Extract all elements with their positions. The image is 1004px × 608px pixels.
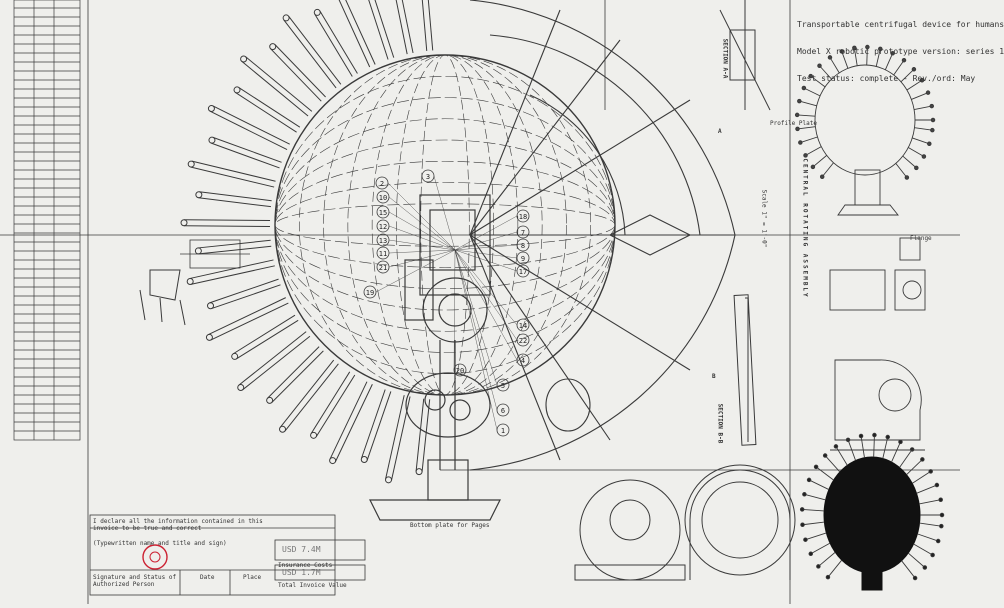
- rotating-disc: [469, 0, 736, 471]
- tube: [208, 136, 282, 169]
- insurance-value: USD 1.7M: [282, 568, 321, 577]
- callout-number: 9: [521, 255, 525, 263]
- sphere-body: [274, 54, 616, 396]
- callout-number: 10: [379, 194, 387, 202]
- tube: [237, 331, 311, 391]
- callout-number: 21: [379, 264, 387, 272]
- tube: [233, 86, 301, 133]
- tube: [180, 219, 271, 227]
- section-a-detail: [719, 0, 771, 111]
- tube: [187, 160, 276, 188]
- tube: [266, 346, 324, 404]
- radial-tubes: [180, 0, 434, 484]
- tube: [360, 389, 392, 463]
- callout-number: 20: [456, 367, 464, 375]
- callout-number: 7: [521, 229, 525, 237]
- callout-markers: 2 10 15 12 13 11 21 3 18 7 8 9 17 14 22 4 5 6 1 19 20: [363, 169, 530, 437]
- tube: [415, 398, 431, 476]
- tube: [279, 359, 339, 433]
- signature-label: Signature and Status of Authorized Perso…: [93, 574, 177, 588]
- bracket-details: [829, 237, 926, 451]
- tube: [329, 381, 373, 465]
- bottom-housings: [574, 464, 796, 581]
- callout-number: 19: [366, 289, 374, 297]
- bottom-plate-label: Bottom plate for Pages: [410, 522, 490, 529]
- title-block: Transportable centrifugal device for hum…: [797, 2, 1004, 92]
- invoice-form: [89, 514, 366, 596]
- sphere-model-top: [794, 44, 936, 216]
- tube: [368, 0, 395, 60]
- scale-label: Scale 1" = 1'-0": [760, 189, 768, 248]
- callout-number: 13: [379, 237, 387, 245]
- total-label: Total Invoice Value: [278, 582, 347, 589]
- callout-number: 5: [501, 382, 505, 390]
- callout-number: 17: [519, 268, 527, 276]
- tube: [421, 0, 434, 51]
- tube: [310, 371, 356, 439]
- callout-number: 3: [426, 173, 430, 181]
- tube: [186, 259, 275, 285]
- central-mechanism: [369, 194, 501, 521]
- profile-plate-label: Profile Plate: [770, 120, 817, 127]
- callout-number: 22: [519, 337, 527, 345]
- callout-number: 12: [379, 223, 387, 231]
- tube: [205, 297, 289, 341]
- tube: [231, 314, 299, 360]
- section-b-label: SECTION B-B: [716, 403, 724, 444]
- blueprint-drawing: 2 10 15 12 13 11 21 3 18 7 8 9 17 14 22 4 5 6 1 19 20: [0, 0, 960, 604]
- sphere-model-bottom: [799, 432, 945, 591]
- callout-number: 4: [521, 357, 525, 365]
- flange-label: Flange: [910, 235, 932, 242]
- callout-number: 14: [519, 322, 527, 330]
- section-a-label: SECTION A-A: [721, 38, 729, 79]
- tube: [338, 0, 376, 68]
- dimension-block: [180, 239, 250, 269]
- callout-number: 15: [379, 209, 387, 217]
- date-label: Date: [200, 574, 215, 581]
- declaration-statement: I declare all the information contained …: [93, 518, 263, 532]
- tube: [395, 0, 414, 55]
- central-rotating-label: CENTRAL ROTATING ASSEMBLY: [801, 158, 809, 299]
- typed-name-label: (Typewritten name and title and sign): [93, 540, 227, 547]
- insurance-label: Insurance Costs: [278, 562, 333, 569]
- tube: [207, 278, 281, 310]
- tube: [207, 105, 290, 151]
- callout-number: 18: [519, 213, 527, 221]
- place-label: Place: [243, 574, 262, 581]
- amount-value: USD 7.4M: [282, 545, 321, 554]
- tube: [282, 14, 342, 89]
- chair-sketch: [139, 269, 186, 326]
- title-line-3: Test status: complete - Rev./ord: May: [797, 74, 976, 83]
- callout-number: 1: [501, 427, 505, 435]
- tube: [240, 55, 313, 117]
- section-b-detail: [733, 294, 757, 446]
- callout-number: 11: [379, 250, 387, 258]
- tube: [313, 8, 358, 77]
- section-ref-a: A: [718, 128, 722, 135]
- official-stamp: [142, 544, 168, 570]
- title-line-2: Model X robotic prototype version: serie…: [797, 47, 1004, 56]
- tube: [269, 43, 326, 102]
- callout-number: 8: [521, 242, 525, 250]
- title-line-1: Transportable centrifugal device for hum…: [797, 20, 1004, 29]
- section-ref-b: B: [712, 373, 716, 380]
- bom-table: [13, 0, 81, 441]
- callout-number: 2: [380, 180, 384, 188]
- tube: [195, 191, 272, 208]
- callout-number: 6: [501, 407, 505, 415]
- tube: [194, 239, 272, 255]
